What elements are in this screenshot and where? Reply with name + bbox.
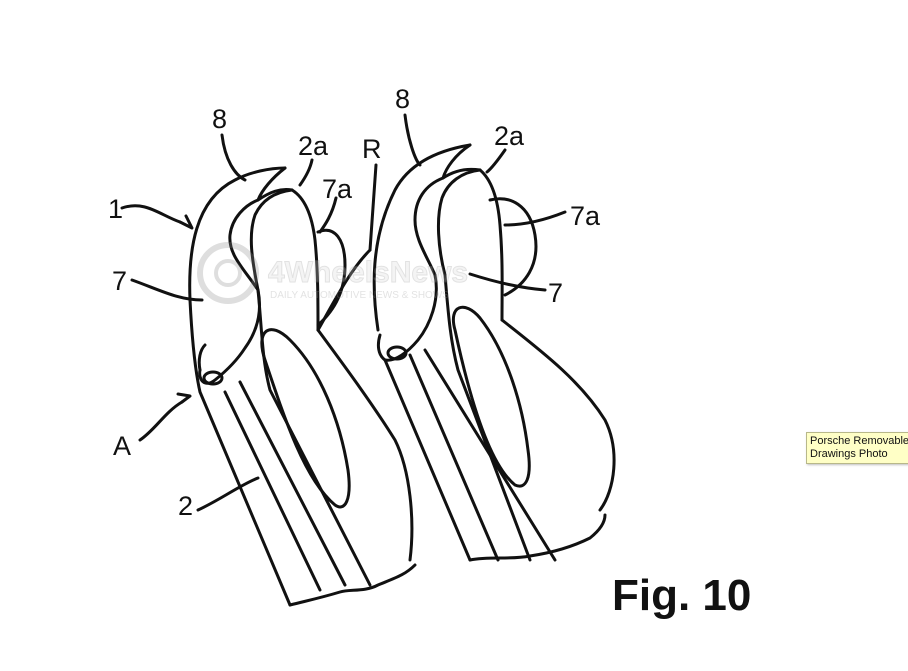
label-7a-right: 7a — [570, 201, 601, 231]
tooltip-line-1: Porsche Removable — [810, 435, 908, 447]
watermark-steering-wheel-icon — [197, 242, 259, 304]
label-7-left: 7 — [112, 266, 127, 296]
tooltip-line-2: Drawings Photo — [810, 448, 888, 460]
watermark-tagline: DAILY AUTOMOTIVE NEWS & SHOWS — [270, 290, 449, 301]
label-8-left: 8 — [212, 104, 227, 134]
label-2a-right: 2a — [494, 121, 525, 151]
label-A: A — [113, 431, 131, 461]
label-2: 2 — [178, 491, 193, 521]
right-seat — [316, 143, 616, 562]
figure-caption: Fig. 10 — [612, 571, 751, 620]
label-1: 1 — [108, 194, 123, 224]
leader-lines — [120, 113, 567, 512]
label-7-right: 7 — [548, 278, 563, 308]
left-seat — [188, 166, 417, 607]
watermark: 4WheelsNews DAILY AUTOMOTIVE NEWS & SHOW… — [197, 242, 469, 304]
label-7a-left: 7a — [322, 174, 353, 204]
watermark-brand: 4WheelsNews — [268, 256, 468, 289]
image-tooltip: Porsche Removable Drawings Photo — [806, 432, 908, 464]
reference-labels: 1 A 7 2 8 2a 7a R 8 2a 7a 7 — [108, 84, 601, 521]
label-8-right: 8 — [395, 84, 410, 114]
label-R: R — [362, 134, 382, 164]
label-2a-left: 2a — [298, 131, 329, 161]
